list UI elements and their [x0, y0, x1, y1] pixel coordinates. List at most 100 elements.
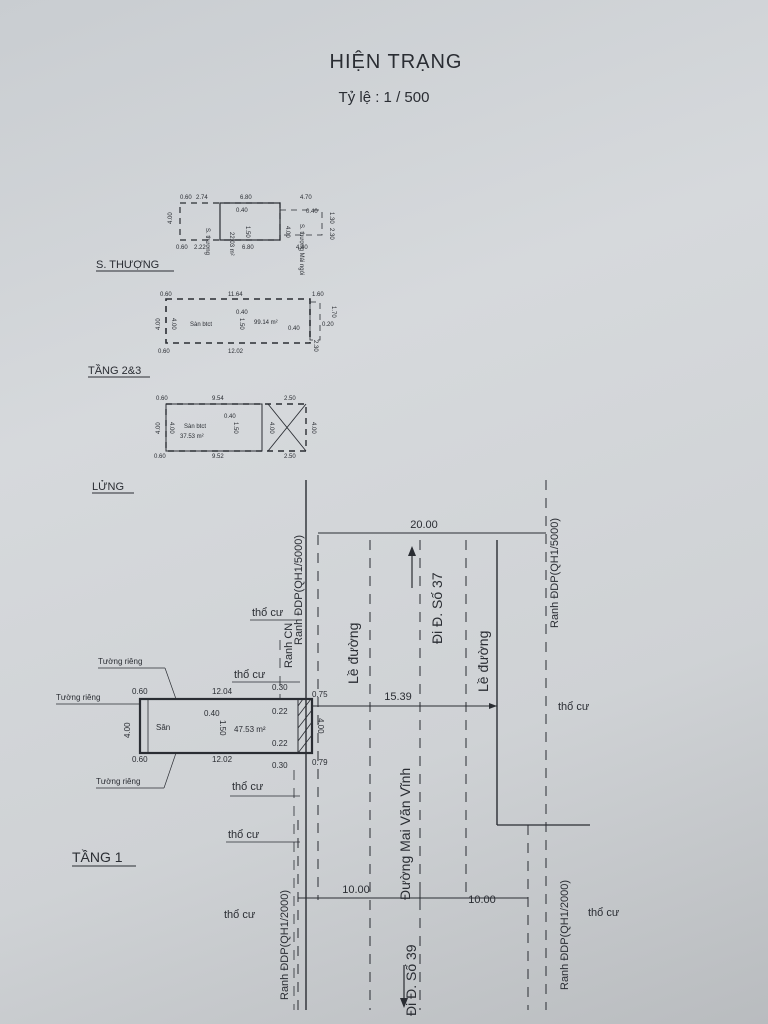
dim: 2.50	[284, 396, 296, 402]
dim: 4.00	[156, 422, 162, 434]
void-cross	[267, 403, 307, 452]
direction-di-37: Đi Đ. Số 37	[429, 572, 445, 644]
tho-cu-label: thổ cư	[232, 781, 264, 793]
wall-label-left: Tường riêng	[56, 693, 100, 702]
arrow-up-icon	[408, 546, 416, 556]
dim: 0.60	[176, 245, 188, 251]
dim: 4.00	[168, 212, 174, 224]
dim: 4.00	[268, 422, 274, 434]
area-label: 47.53 m²	[234, 725, 266, 734]
arrow-down-icon	[400, 998, 408, 1008]
dim: 0.40	[288, 326, 300, 332]
room-label: Sân	[156, 723, 170, 732]
dim: 12.02	[228, 349, 244, 355]
dim: 0.40	[224, 414, 236, 420]
dim: 0.60	[160, 292, 172, 298]
ranh-5000-right: Ranh ĐDP(QH1/5000)	[549, 518, 561, 628]
dim-1539: 15.39	[384, 691, 412, 703]
label-s-thuong: S. THƯỢNG	[96, 259, 159, 271]
ranh-5000-left: Ranh ĐDP(QH1/5000)	[293, 535, 305, 645]
dim: 1.50	[232, 422, 238, 434]
dim: 0.30	[272, 761, 288, 770]
dim: 0.22	[272, 739, 288, 748]
tho-cu-label: thổ cư	[224, 909, 256, 921]
floor-tang-1: 0.60 12.04 0.30 0.75 0.40 1.50 0.22 0.22…	[56, 657, 328, 789]
le-duong-right: Lề đường	[475, 631, 491, 692]
dim: 4.00	[170, 318, 176, 330]
dim: 0.60	[154, 454, 166, 460]
ranh-cn-label: Ranh CN	[283, 623, 295, 668]
area-label: 22.03 m²	[228, 232, 234, 256]
dim: 0.40	[236, 208, 248, 214]
direction-di-39: Đi Đ. Số 39	[403, 944, 419, 1016]
dim: 0.60	[132, 755, 148, 764]
s-thuong-roof	[279, 209, 323, 236]
dim: 0.20	[322, 322, 334, 328]
le-duong-left: Lề đường	[345, 623, 361, 684]
dim: 1.50	[218, 720, 227, 736]
dim: 1.70	[330, 306, 336, 318]
wall-label-bottom: Tường riêng	[96, 777, 140, 786]
dim: 0.40	[236, 310, 248, 316]
room-label: Sàn btct	[184, 424, 206, 430]
tho-cu-label: thổ cư	[252, 607, 284, 619]
dim: 0.60	[132, 687, 148, 696]
dim: 0.60	[158, 349, 170, 355]
area-label: 37.53 m²	[180, 434, 204, 440]
arrow-head	[489, 703, 497, 709]
dim: 4.00	[168, 422, 174, 434]
dim: 4.00	[123, 722, 132, 738]
dim: 2.30	[312, 340, 318, 352]
dim: 0.22	[272, 707, 288, 716]
tho-cu-labels: thổ cư thổ cư thổ cư thổ cư thổ cư thổ c…	[224, 607, 620, 921]
dim: 1.50	[238, 318, 244, 330]
dim: 0.30	[272, 683, 288, 692]
dim-10-right: 10.00	[468, 894, 496, 906]
dim: 0.79	[312, 758, 328, 767]
floor-lung: 0.60 9.54 2.50 0.40 1.50 4.00 4.00 4.00 …	[154, 396, 316, 460]
stair-hatch	[297, 698, 313, 754]
tang-1-outline	[138, 697, 314, 755]
dim: 2.74	[196, 195, 208, 201]
leader	[163, 752, 177, 789]
floor-tang-23: 0.60 11.64 1.60 1.70 0.20 0.40 0.40 1.50…	[156, 292, 336, 355]
dim: 4.70	[300, 195, 312, 201]
dim: 2.50	[284, 454, 296, 460]
dim: 0.40	[306, 209, 318, 215]
floor-s-thuong: 0.60 2.74 6.80 4.70 0.40 0.40 4.00 1.50 …	[168, 195, 334, 275]
dim: 4.00	[310, 422, 316, 434]
wall-label-top: Tường riêng	[98, 657, 142, 666]
room-label: S. thượng Mái ngói	[298, 224, 304, 275]
dim: 6.80	[242, 245, 254, 251]
dim: 6.80	[240, 195, 252, 201]
ranh-2000-right: Ranh ĐDP(QH1/2000)	[559, 880, 571, 990]
room-label: S. thượng	[204, 228, 210, 255]
dim: 2.22	[194, 245, 206, 251]
dim-10-left: 10.00	[342, 884, 370, 896]
dim: 11.64	[228, 292, 243, 298]
dim: 1.50	[244, 226, 250, 238]
dim: 12.04	[212, 687, 233, 696]
dim: 4.00	[316, 718, 325, 734]
dim: 0.60	[156, 396, 168, 402]
leader	[164, 667, 177, 700]
scale-label: Tỷ lệ : 1 / 500	[339, 89, 430, 106]
dim: 4.00	[156, 318, 162, 330]
dim: 9.54	[212, 396, 224, 402]
dim: 2.30	[328, 228, 334, 240]
dim: 12.02	[212, 755, 233, 764]
ranh-2000-left: Ranh ĐDP(QH1/2000)	[279, 890, 291, 1000]
area-label: 99.14 m²	[254, 320, 278, 326]
dim: 0.75	[312, 690, 328, 699]
tho-cu-label: thổ cư	[234, 669, 266, 681]
dim: 9.52	[212, 454, 224, 460]
dim: 1.60	[312, 292, 324, 298]
dim: 0.40	[204, 709, 220, 718]
room-label: Sàn btct	[190, 322, 212, 328]
dim: 4.40	[296, 245, 308, 251]
tho-cu-label: thổ cư	[558, 701, 590, 713]
dim: 1.30	[328, 212, 334, 224]
label-tang-1: TẦNG 1	[72, 849, 123, 865]
dim: 0.60	[180, 195, 192, 201]
